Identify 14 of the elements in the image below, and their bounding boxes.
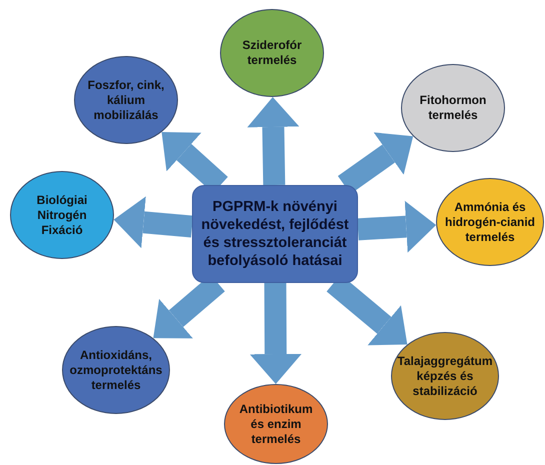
block-arrow (112, 196, 193, 248)
node-label: Talajaggregátum képzés és stabilizáció (396, 354, 494, 398)
block-arrow (250, 282, 302, 384)
node-label: Fitohormon termelés (418, 93, 488, 123)
node-label: Foszfor, cink, kálium mobilizálás (86, 78, 166, 122)
node-label: Antibiotikum és enzim termelés (238, 402, 314, 446)
node-label: Biológiai Nitrogén Fixáció (36, 192, 88, 238)
node-label: Antioxidáns, ozmoprotektáns termelés (68, 348, 164, 392)
central-box (192, 185, 358, 283)
block-arrow (247, 96, 300, 186)
node-label: PGPRM-k növényi növekedést, fejlődést és stressztoleranciát befolyásoló hatásai (200, 198, 350, 270)
block-arrow (357, 200, 437, 253)
node-label: Sziderofór termelés (241, 38, 303, 68)
node-label: Ammónia és hidrogén-cianid termelés (444, 200, 536, 244)
